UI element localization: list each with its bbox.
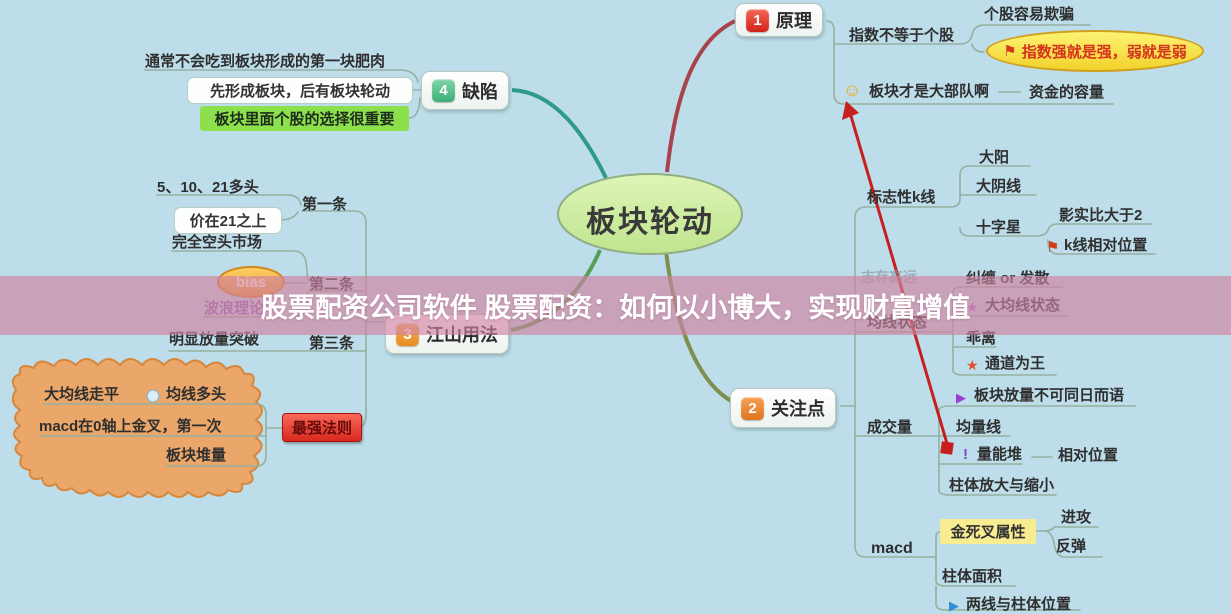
defect-item-stock-choice: 板块里面个股的选择很重要 [200,106,409,131]
node-defect: 4 缺陷 [421,71,509,110]
volume-label: 成交量 [867,419,913,436]
macd-attack: 进攻 [1061,509,1092,526]
principle-stock-deceit: 个股容易欺骗 [984,6,1075,23]
strongest-macd-cross: macd在0轴上金叉，第一次 [39,418,222,435]
kline-big-yang: 大阳 [979,149,1010,166]
macd-rebound: 反弹 [1056,538,1087,555]
principle-capital-capacity: 资金的容量 [1029,84,1105,101]
smiley-icon: ☺ [843,80,862,100]
strongest-rule-node: 最强法则 [282,413,363,442]
usage-rule1-price: 价在21之上 [174,207,282,234]
cloud-boundary [11,358,263,498]
volume-relative-position: 相对位置 [1058,447,1119,464]
defect-item-form-first: 先形成板块，后有板块轮动 [187,77,413,104]
principle-index-strength: 指数强就是强，弱就是弱 [1021,43,1187,61]
root-ellipse [557,173,743,255]
usage-rule1-ma: 5、10、21多头 [157,179,259,196]
usage-rule3: 第三条 [309,335,355,352]
volume-sector-note: 板块放量不可同日而语 [974,387,1125,404]
macd-bar-area: 柱体面积 [942,568,1003,585]
principle-sector-is-army: 板块才是大部队啊 [869,83,990,100]
ma-state-channel-king: 通道为王 [985,355,1046,372]
defect-item-first-meat: 通常不会吃到板块形成的第一块肥肉 [145,53,386,70]
macd-cross-property: 金死叉属性 [940,519,1036,544]
volume-avg-line: 均量线 [956,419,1002,436]
usage-rule2-bear: 完全空头市场 [172,234,263,251]
article-title-banner: 股票配资公司软件 股票配资：如何以小博大，实现财富增值 [0,276,1231,335]
root-topic: 板块轮动 [586,206,714,239]
strongest-ma-flat: 大均线走平 [44,386,120,403]
volume-bar-scale: 柱体放大与缩小 [949,477,1055,494]
blue-triangle-icon: ▶ [949,598,959,613]
red-flag-icon: ⚑ [1046,239,1060,256]
defect-badge: 4 [432,79,455,102]
usage-rule1: 第一条 [302,196,348,213]
purple-triangle-icon: ▶ [956,390,966,405]
kline-position: k线相对位置 [1064,237,1148,254]
defect-label: 缺陷 [462,81,498,102]
collapse-circle [146,389,160,403]
purple-exclamation-icon: ! [963,446,968,463]
principle-label: 原理 [776,11,812,31]
red-flag-icon: ⚑ [1003,43,1017,60]
usage-rule3-volume: 明显放量突破 [169,331,260,348]
node-principle: 1 原理 [735,3,823,37]
principle-index-strength-callout: ⚑ 指数强就是强，弱就是弱 [986,30,1204,72]
principle-badge: 1 [746,8,769,32]
focus-label: 关注点 [771,399,825,419]
macd-label: macd [871,540,913,557]
focus-badge: 2 [741,396,764,420]
volume-pile: 量能堆 [977,446,1023,463]
strongest-ma-bull: 均线多头 [166,386,227,403]
kline-doji: 十字星 [976,219,1022,236]
macd-line-bar-position: 两线与柱体位置 [966,596,1072,613]
kline-label: 标志性k线 [867,189,936,206]
principle-index-vs-stock: 指数不等于个股 [849,27,955,44]
kline-big-yin: 大阴线 [976,178,1022,195]
branch-curve-focus [664,250,734,404]
red-star-icon: ★ [966,357,979,373]
branch-curve-defect [511,88,608,179]
article-title-text: 股票配资公司软件 股票配资：如何以小博大，实现财富增值 [260,293,971,323]
node-focus: 2 关注点 [730,388,836,428]
kline-shadow-ratio: 影实比大于2 [1059,207,1143,224]
strongest-sector-pile: 板块堆量 [166,447,227,464]
branch-curve-principle [665,19,736,173]
